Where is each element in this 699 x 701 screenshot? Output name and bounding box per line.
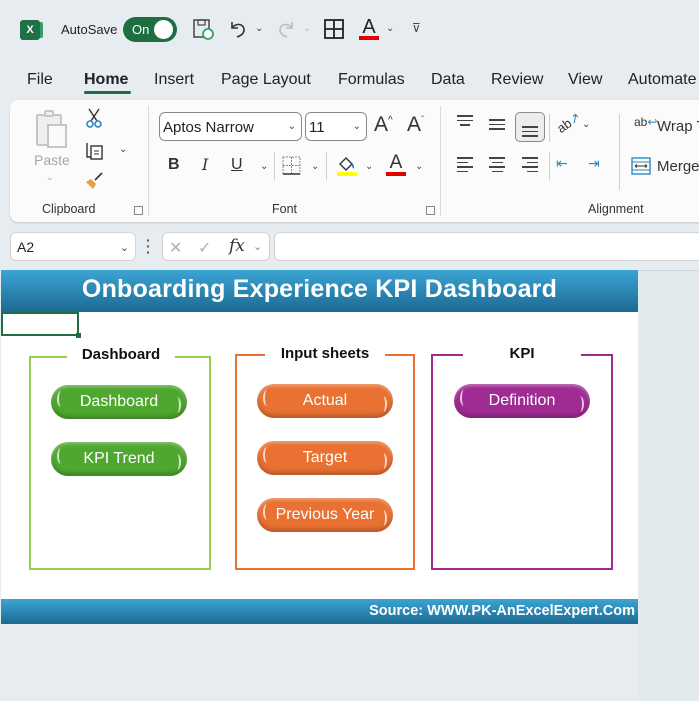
formula-input[interactable] xyxy=(274,232,699,261)
tab-review[interactable]: Review xyxy=(491,71,544,88)
tab-file[interactable]: File xyxy=(27,71,53,88)
active-tab-indicator xyxy=(84,91,131,94)
cut-icon[interactable] xyxy=(85,108,103,132)
chevron-down-icon[interactable]: ⌄ xyxy=(253,241,263,253)
title-bar: X AutoSave On ⌄ ⌄ A ⌄ ⊽ xyxy=(0,0,699,60)
increase-indent-icon[interactable]: ⇥ xyxy=(588,155,600,171)
chevron-down-icon: ⌄ xyxy=(352,121,361,132)
autosave-label: AutoSave xyxy=(61,22,118,37)
orientation-icon[interactable]: ab↗ xyxy=(553,109,584,136)
ribbon-tabs: File Home Insert Page Layout Formulas Da… xyxy=(0,66,699,96)
tab-insert[interactable]: Insert xyxy=(154,71,195,88)
merge-center-icon[interactable] xyxy=(631,157,651,179)
input-sheets-group-title: Input sheets xyxy=(265,345,385,362)
redo-dropdown-icon[interactable]: ⌄ xyxy=(303,23,312,34)
increase-font-size-icon[interactable]: A^ xyxy=(374,113,393,136)
selected-cell-a2[interactable] xyxy=(1,312,81,338)
wrap-text-button[interactable]: Wrap T xyxy=(657,118,699,135)
enter-icon[interactable]: ✓ xyxy=(198,240,212,257)
font-color-dropdown-icon[interactable]: ⌄ xyxy=(415,161,424,172)
alignment-group-label: Alignment xyxy=(588,202,644,216)
wrap-text-icon[interactable]: ab↩ xyxy=(634,115,658,129)
italic-button[interactable]: I xyxy=(202,155,209,174)
tab-view[interactable]: View xyxy=(568,71,603,88)
group-divider xyxy=(148,106,149,216)
fill-color-dropdown-icon[interactable]: ⌄ xyxy=(365,161,374,172)
title-banner: Onboarding Experience KPI Dashboard xyxy=(1,270,638,312)
align-left-icon[interactable] xyxy=(457,154,473,175)
excel-icon[interactable]: X xyxy=(20,20,43,40)
paste-dropdown-icon[interactable]: ⌄ xyxy=(46,172,54,182)
align-right-icon[interactable] xyxy=(522,154,538,175)
dashboard-group-title: Dashboard xyxy=(67,346,175,363)
chevron-down-icon: ⌄ xyxy=(287,121,296,132)
dashboard-button[interactable]: Dashboard xyxy=(51,385,187,419)
group-divider xyxy=(440,106,441,216)
tab-automate[interactable]: Automate xyxy=(628,71,697,88)
previous-year-button[interactable]: Previous Year xyxy=(257,498,393,532)
bold-button[interactable]: B xyxy=(168,156,180,173)
undo-icon[interactable] xyxy=(227,17,249,41)
formula-actions: ✕ ✓ fx ⌄ xyxy=(162,232,270,261)
footer-banner: Source: WWW.PK-AnExcelExpert.Com xyxy=(1,599,638,624)
target-button[interactable]: Target xyxy=(257,441,393,475)
tab-data[interactable]: Data xyxy=(431,71,465,88)
font-color-icon[interactable]: A xyxy=(358,17,380,41)
clipboard-launcher-icon[interactable] xyxy=(134,206,143,215)
decrease-indent-icon[interactable]: ⇤ xyxy=(556,155,568,171)
borders-dropdown-icon[interactable]: ⌄ xyxy=(311,161,320,172)
chevron-down-icon: ⌄ xyxy=(119,242,129,254)
undo-dropdown-icon[interactable]: ⌄ xyxy=(255,23,264,34)
font-size-select[interactable]: 11 ⌄ xyxy=(305,112,367,141)
borders-icon[interactable] xyxy=(282,156,301,179)
sheet-empty-area xyxy=(638,270,699,701)
save-sync-icon[interactable] xyxy=(192,17,214,41)
copy-icon[interactable] xyxy=(84,140,104,164)
middle-align-icon[interactable] xyxy=(489,116,505,133)
ribbon: Paste ⌄ ⌄ Clipboard Aptos Narrow ⌄ 11 ⌄ … xyxy=(10,100,699,222)
tab-page-layout[interactable]: Page Layout xyxy=(221,71,311,88)
tab-home[interactable]: Home xyxy=(84,71,129,88)
clipboard-group-label: Clipboard xyxy=(42,202,96,216)
actual-button[interactable]: Actual xyxy=(257,384,393,418)
borders-icon[interactable] xyxy=(323,17,345,41)
align-center-icon[interactable] xyxy=(489,154,505,175)
name-box[interactable]: A2 ⌄ xyxy=(10,232,136,261)
customize-qat-icon[interactable]: ⊽ xyxy=(412,21,421,35)
toggle-knob xyxy=(154,20,173,39)
worksheet: Onboarding Experience KPI Dashboard Dash… xyxy=(1,270,638,624)
kpi-group-title: KPI xyxy=(463,345,581,362)
cancel-icon[interactable]: ✕ xyxy=(169,240,183,257)
definition-button[interactable]: Definition xyxy=(454,384,590,418)
font-color-dropdown-icon[interactable]: ⌄ xyxy=(386,23,395,34)
insert-function-icon[interactable]: fx xyxy=(229,236,245,256)
tab-formulas[interactable]: Formulas xyxy=(338,71,405,88)
underline-dropdown-icon[interactable]: ⌄ xyxy=(260,161,269,172)
underline-button[interactable]: U xyxy=(231,156,243,173)
copy-dropdown-icon[interactable]: ⌄ xyxy=(119,144,128,155)
bottom-align-button[interactable] xyxy=(515,112,545,142)
paste-button[interactable]: Paste xyxy=(34,152,70,168)
redo-icon[interactable] xyxy=(275,17,297,41)
kpi-trend-button[interactable]: KPI Trend xyxy=(51,442,187,476)
format-painter-icon[interactable] xyxy=(84,170,104,194)
merge-center-button[interactable]: Merge xyxy=(657,158,699,175)
font-group-label: Font xyxy=(272,202,298,216)
source-text: Source: WWW.PK-AnExcelExpert.Com xyxy=(369,603,635,619)
font-color-icon[interactable]: A xyxy=(386,153,406,176)
autosave-toggle[interactable]: On xyxy=(123,17,177,42)
font-launcher-icon[interactable] xyxy=(426,206,435,215)
top-align-icon[interactable] xyxy=(457,112,473,129)
fill-color-icon[interactable] xyxy=(336,154,358,180)
formula-bar-resize-handle[interactable]: ··· xyxy=(146,232,151,260)
paste-icon[interactable] xyxy=(36,110,72,150)
orientation-dropdown-icon[interactable]: ⌄ xyxy=(582,119,591,130)
decrease-font-size-icon[interactable]: Aˇ xyxy=(407,113,425,136)
font-name-select[interactable]: Aptos Narrow ⌄ xyxy=(159,112,302,141)
dashboard-title: Onboarding Experience KPI Dashboard xyxy=(81,275,558,303)
autosave-state: On xyxy=(132,22,150,37)
